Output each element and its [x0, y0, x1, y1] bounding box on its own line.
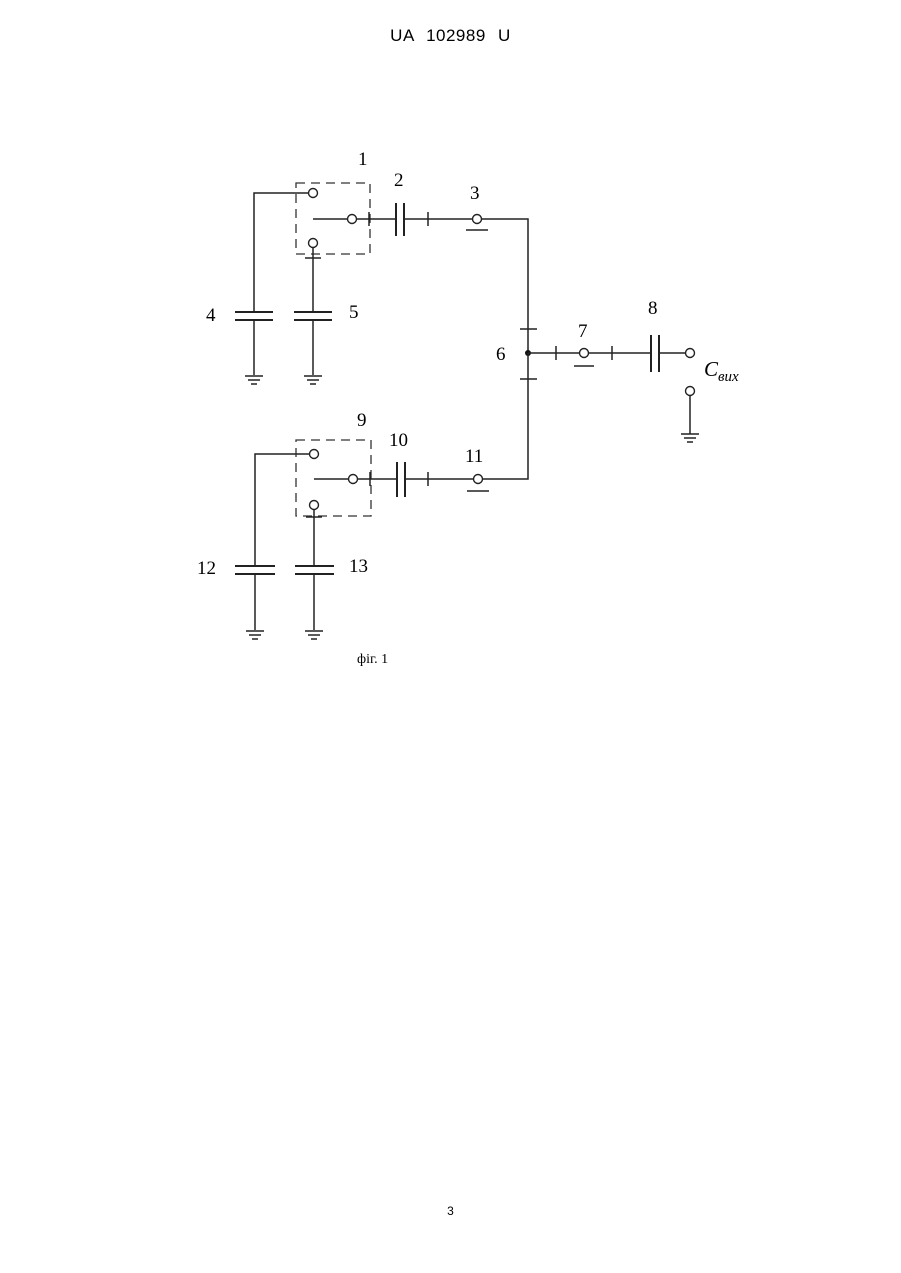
capacitor-10: [358, 462, 474, 497]
label-1: 1: [358, 149, 368, 170]
page-number: 3: [0, 1204, 901, 1218]
label-6: 6: [496, 344, 506, 365]
circuit-diagram: 1 2 3 4 5 6 7 8 9 10 11 12 13 Cвих: [0, 0, 901, 700]
output-label: Cвих: [704, 357, 739, 385]
terminal-7: [574, 349, 594, 367]
label-2: 2: [394, 170, 404, 191]
label-8: 8: [648, 298, 658, 319]
ground-5: [304, 376, 322, 384]
terminal-3: [466, 215, 528, 354]
label-9: 9: [357, 410, 367, 431]
capacitor-4: [235, 193, 308, 375]
capacitor-13: [295, 510, 334, 630]
switch-9: [296, 440, 371, 516]
ground-12: [246, 631, 264, 639]
label-13: 13: [349, 556, 368, 577]
output-subscript: вих: [718, 369, 739, 385]
label-7: 7: [578, 321, 588, 342]
label-4: 4: [206, 305, 216, 326]
output-symbol: C: [704, 357, 719, 381]
terminal-11: [467, 353, 528, 491]
capacitor-5: [294, 248, 332, 375]
label-12: 12: [197, 558, 216, 579]
label-10: 10: [389, 430, 408, 451]
label-3: 3: [470, 183, 480, 204]
capacitor-2: [357, 203, 473, 236]
output-ground-terminal: [681, 387, 699, 443]
capacitor-12: [235, 454, 309, 630]
capacitor-8: [589, 335, 695, 372]
figure-caption: фіг. 1: [357, 652, 388, 668]
ground-4: [245, 376, 263, 384]
label-5: 5: [349, 302, 359, 323]
ground-13: [305, 631, 323, 639]
junction-6: [520, 329, 579, 379]
label-11: 11: [465, 446, 483, 467]
